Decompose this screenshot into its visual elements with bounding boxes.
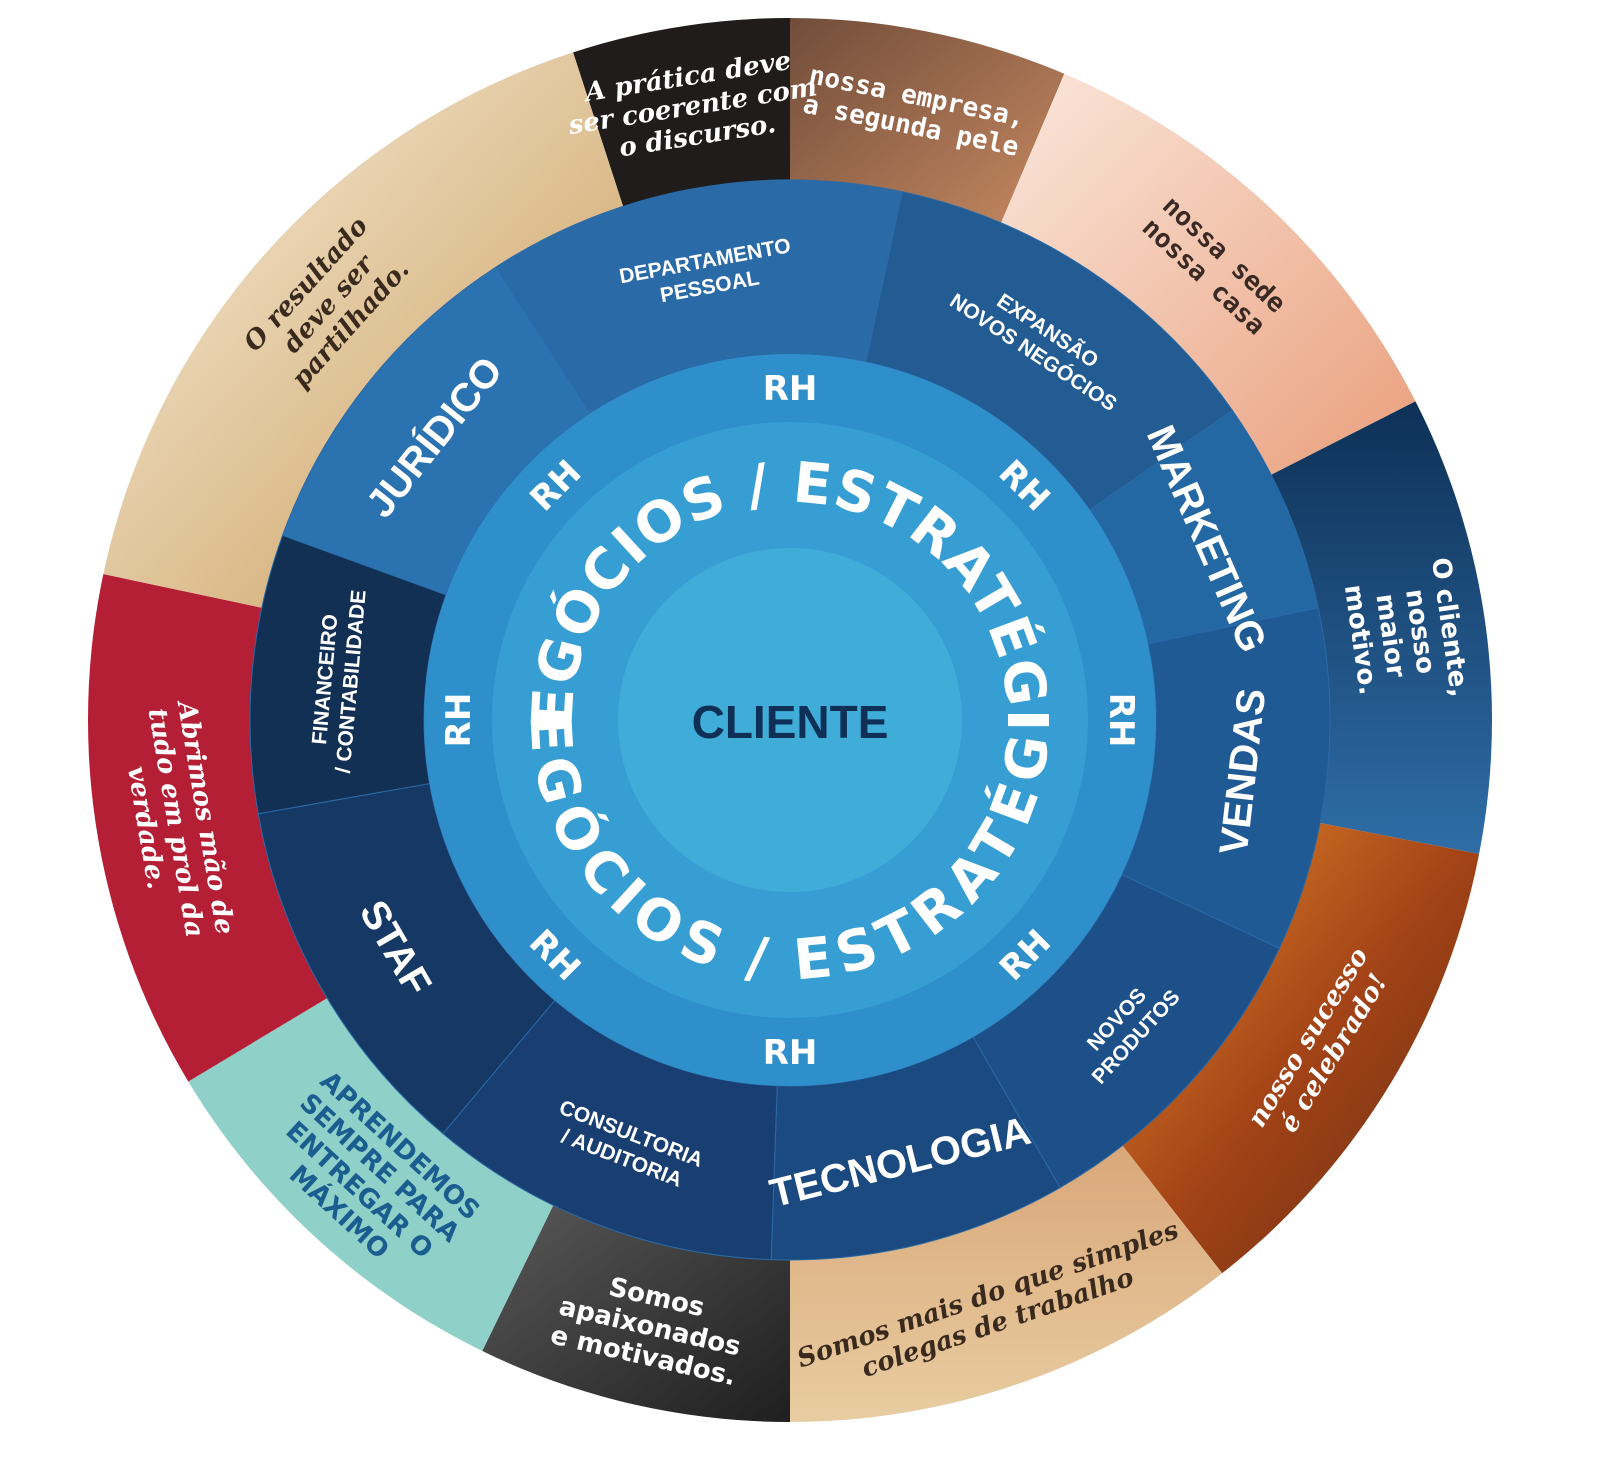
rh-label: RH bbox=[439, 693, 479, 748]
rh-label: RH bbox=[763, 1033, 818, 1073]
center-label: CLIENTE bbox=[692, 696, 889, 748]
rh-label: RH bbox=[763, 369, 818, 409]
rh-label: RH bbox=[1101, 693, 1141, 748]
